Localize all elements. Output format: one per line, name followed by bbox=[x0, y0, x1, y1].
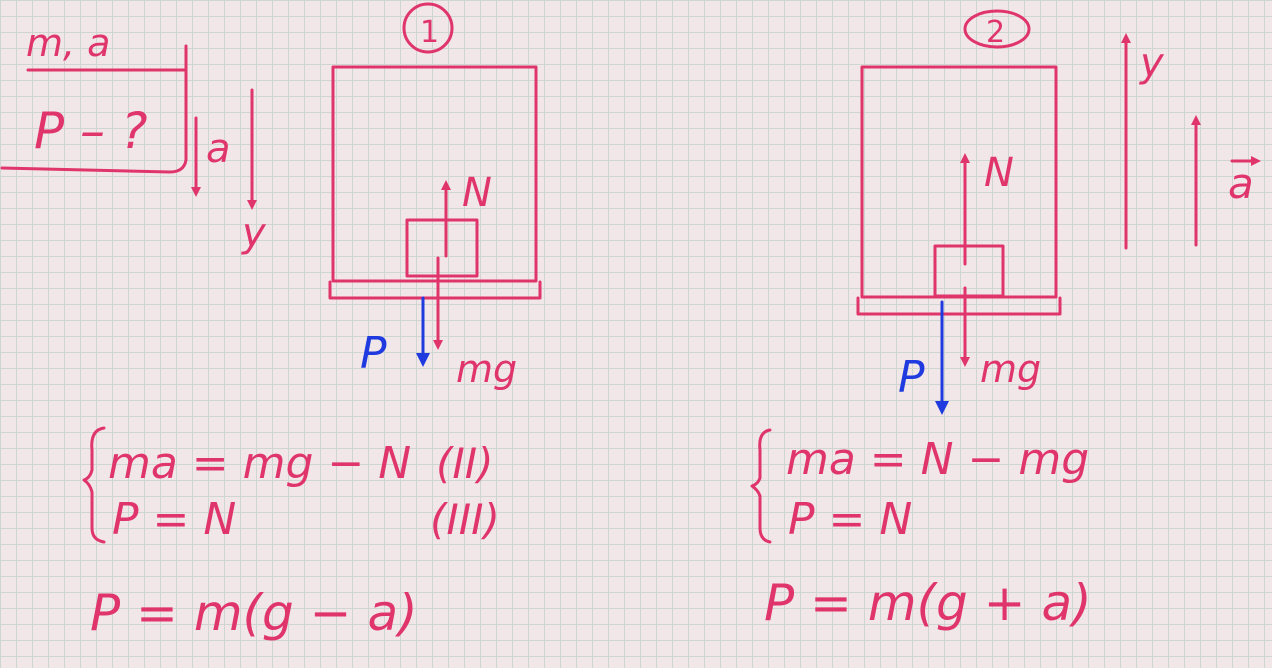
case1-circle bbox=[402, 2, 454, 54]
case1-eq1: ma = mg − N bbox=[108, 438, 411, 489]
case1-eq2: P = N bbox=[112, 494, 236, 545]
case1-elevator bbox=[331, 65, 538, 283]
case1-gravity-label: mg bbox=[456, 347, 517, 391]
case2-result: P = m(g + a) bbox=[764, 574, 1092, 632]
case1-elevator-floor bbox=[328, 280, 542, 300]
given-vars: m, a bbox=[26, 21, 110, 65]
case2-gravity-label: mg bbox=[980, 347, 1041, 391]
case1-number: 1 bbox=[420, 15, 439, 50]
case2-elevator bbox=[860, 65, 1058, 299]
given-find: P – ? bbox=[34, 102, 147, 160]
case2-accel-label: a bbox=[1228, 159, 1254, 208]
case1-weight-label: P bbox=[360, 328, 387, 379]
case1-block bbox=[405, 218, 479, 278]
left-accel-label: a bbox=[206, 126, 231, 172]
case2-system-brace bbox=[750, 428, 772, 544]
case2-y-label: y bbox=[1139, 40, 1165, 86]
case2-elevator-floor bbox=[856, 296, 1062, 316]
case2-normal-label: N bbox=[984, 150, 1014, 196]
case2-block bbox=[933, 244, 1005, 298]
case2-eq2: P = N bbox=[788, 494, 912, 545]
case1-result: P = m(g − a) bbox=[90, 584, 418, 642]
case1-normal-label: N bbox=[462, 170, 492, 216]
case2-eq1: ma = N − mg bbox=[786, 434, 1089, 485]
left-y-label: y bbox=[241, 210, 267, 256]
case2-circle bbox=[963, 9, 1031, 49]
case1-eq1-tag: (II) bbox=[436, 439, 494, 488]
case2-number: 2 bbox=[986, 15, 1005, 50]
case1-system-brace bbox=[82, 426, 106, 544]
case2-weight-label: P bbox=[898, 352, 925, 403]
case1-eq2-tag: (III) bbox=[430, 495, 500, 544]
given-box-right bbox=[0, 44, 188, 174]
